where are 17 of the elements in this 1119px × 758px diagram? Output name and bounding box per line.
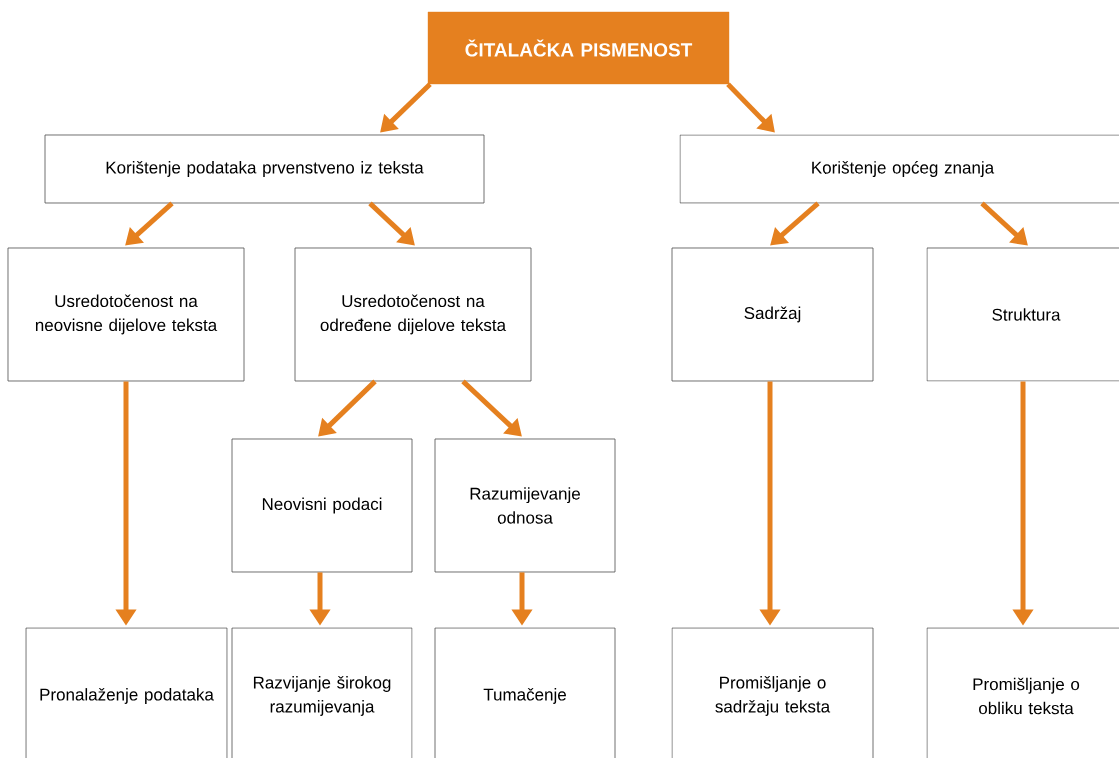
category-box: Korištenje podataka prvenstveno iz teksta [44,134,485,204]
result-box: Pronalaženje podataka [25,627,228,758]
result-box: Promišljanje o obliku teksta [926,627,1119,758]
process-box: Sadržaj [671,247,874,382]
result-box: Promišljanje o sadržaju teksta [671,627,874,758]
category-box: Korištenje općeg znanja [679,134,1119,204]
process-box: Struktura [926,247,1119,382]
process-box: Neovisni podaci [231,438,413,573]
title-box: ČITALAČKA PISMENOST [427,11,730,85]
arrow [770,201,820,246]
arrow [980,201,1028,246]
process-box: Usredotočenost na određene dijelove teksta [294,247,532,382]
process-box: Usredotočenost na neovisne dijelove teksta [7,247,245,382]
result-box: Tumačenje [434,627,616,758]
result-box: Razvijanje širokog razumijevanja [231,627,413,758]
arrow [125,201,174,246]
process-box: Razumijevanje odnosa [434,438,616,573]
